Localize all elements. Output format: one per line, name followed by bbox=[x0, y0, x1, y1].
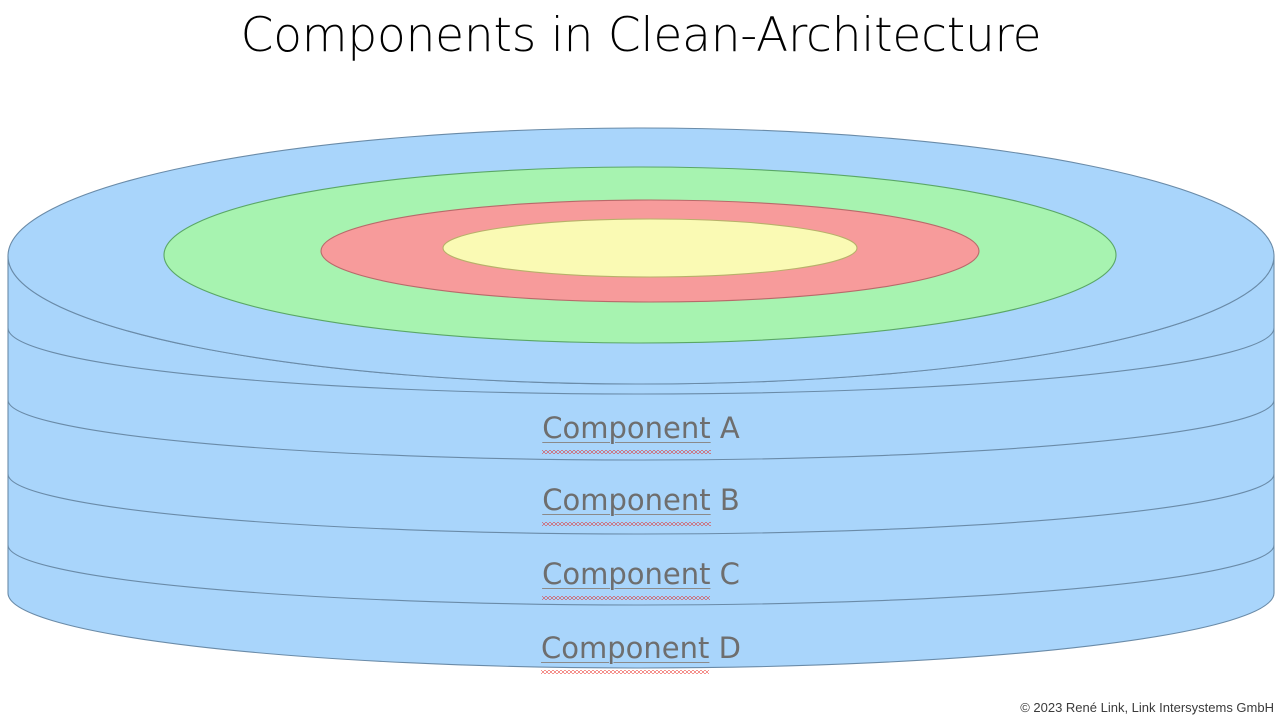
layer-label-c-word: Component bbox=[542, 557, 711, 600]
layer-label-c-suffix: C bbox=[710, 557, 740, 591]
layer-label-b-word: Component bbox=[542, 483, 712, 526]
separator-d-bottom bbox=[8, 544, 1274, 606]
layer-label-a-suffix: A bbox=[710, 411, 740, 445]
top-face-rings bbox=[7, 127, 1275, 385]
layer-label-d-suffix: D bbox=[709, 631, 741, 665]
layer-label-c[interactable]: Component C bbox=[0, 557, 1282, 600]
separator-b-c bbox=[8, 399, 1274, 461]
page-title: Components in Clean-Architecture bbox=[240, 8, 1042, 63]
copyright-notice: © 2023 René Link, Link Intersystems GmbH bbox=[1020, 700, 1274, 715]
layer-label-d-word: Component bbox=[541, 631, 710, 674]
layer-label-a[interactable]: Component A bbox=[0, 411, 1282, 454]
layer-label-d[interactable]: Component D bbox=[0, 631, 1282, 674]
yellow-core bbox=[442, 218, 858, 278]
separator-c-d bbox=[8, 473, 1274, 535]
layer-label-b-suffix: B bbox=[710, 483, 740, 517]
separator-a-b bbox=[8, 327, 1274, 395]
layer-label-a-word: Component bbox=[542, 411, 712, 454]
layer-separators bbox=[8, 327, 1274, 606]
layer-label-b[interactable]: Component B bbox=[0, 483, 1282, 526]
